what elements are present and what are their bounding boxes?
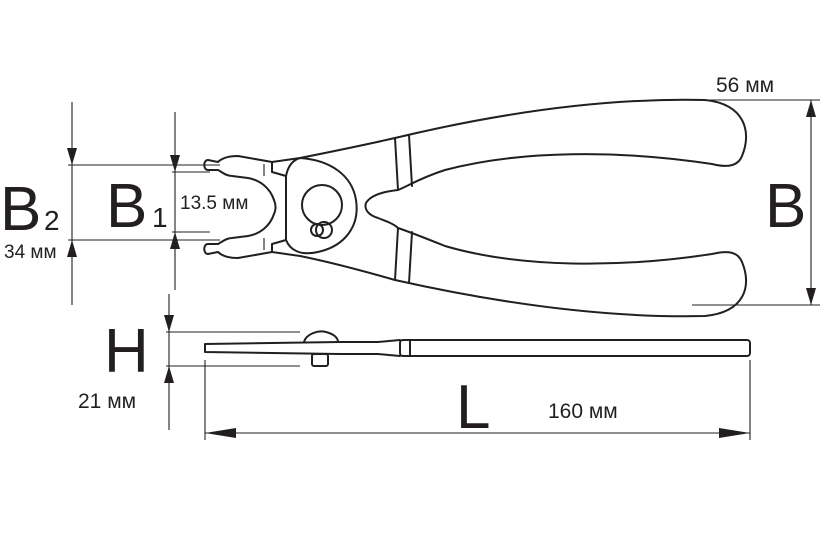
h-label: H bbox=[104, 317, 149, 386]
b1-label: B bbox=[106, 172, 147, 241]
b1-arrow-bottom bbox=[170, 232, 180, 249]
side-handle bbox=[399, 339, 751, 357]
b1-label-subscript: 1 bbox=[152, 202, 168, 233]
b1-arrow-top bbox=[170, 155, 180, 172]
side-pivot-nut bbox=[311, 353, 329, 367]
upper-handle-outline bbox=[394, 98, 747, 191]
dimension-b2: B 2 34 мм bbox=[0, 102, 220, 305]
lower-handle-outline bbox=[394, 227, 747, 318]
side-body bbox=[204, 339, 401, 357]
pivot-screw-small bbox=[310, 223, 324, 237]
l-label: L bbox=[456, 373, 490, 442]
b2-measurement: 34 мм bbox=[4, 242, 57, 263]
b-arrow-bottom bbox=[806, 288, 816, 305]
pliers-top-view bbox=[203, 98, 747, 318]
pivot-rivet bbox=[301, 184, 343, 226]
l-arrow-right bbox=[719, 428, 750, 438]
upper-sleeve-ring-b bbox=[408, 134, 413, 187]
b-label: B bbox=[765, 172, 806, 241]
b-arrow-top bbox=[806, 100, 816, 117]
jaw-throat bbox=[273, 199, 277, 215]
b2-label: B bbox=[0, 175, 41, 244]
dimension-h: H 21 мм bbox=[78, 294, 300, 430]
lower-sleeve-ring-b bbox=[408, 231, 413, 284]
upper-sleeve-ring-a bbox=[394, 137, 399, 191]
b2-arrow-top bbox=[67, 148, 77, 165]
pivot-screw-large bbox=[315, 221, 333, 239]
b2-arrow-bottom bbox=[67, 240, 77, 257]
dimension-b1: B 1 13.5 мм bbox=[106, 112, 248, 290]
h-arrow-bottom bbox=[164, 366, 174, 383]
body-lower-edge bbox=[271, 251, 396, 281]
dimension-b: B 56 мм bbox=[692, 74, 820, 306]
upper-sleeve-edge bbox=[394, 134, 410, 139]
lower-sleeve-edge bbox=[394, 279, 410, 284]
joint-plate bbox=[285, 157, 358, 255]
handle-inner-gap bbox=[364, 189, 399, 229]
b1-measurement: 13.5 мм bbox=[180, 193, 248, 214]
pliers-side-view bbox=[204, 330, 751, 367]
b2-label-subscript: 2 bbox=[44, 205, 60, 236]
h-measurement: 21 мм bbox=[78, 390, 136, 413]
side-pivot-top bbox=[303, 330, 339, 343]
lower-sleeve-ring-a bbox=[394, 227, 399, 281]
l-measurement: 160 мм bbox=[548, 400, 618, 423]
h-arrow-top bbox=[164, 315, 174, 332]
dimension-l: L 160 мм bbox=[204, 360, 751, 442]
body-upper-edge bbox=[271, 137, 396, 163]
b-measurement: 56 мм bbox=[716, 74, 774, 97]
upper-jaw bbox=[203, 155, 287, 201]
l-arrow-left bbox=[205, 428, 236, 438]
lower-jaw bbox=[203, 213, 287, 259]
